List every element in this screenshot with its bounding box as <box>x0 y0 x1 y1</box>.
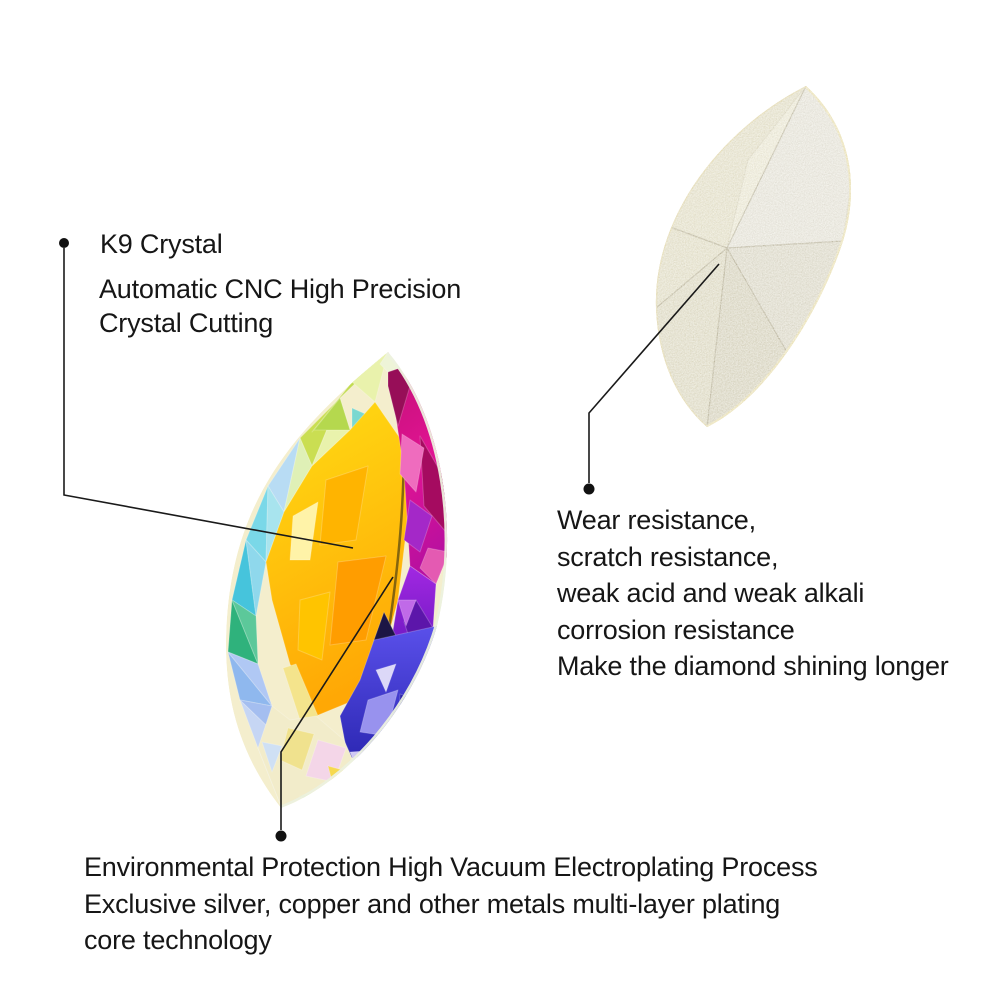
crystal-front-crown-facets <box>257 352 448 807</box>
material-callout-line <box>63 248 354 549</box>
callout-lines <box>59 238 720 842</box>
crystal-front-ab <box>225 352 448 808</box>
durability-line: corrosion resistance <box>557 614 795 645</box>
material-line: Crystal Cutting <box>99 308 274 338</box>
frost-texture-dark <box>655 86 852 427</box>
durability-line: Wear resistance, <box>557 505 756 535</box>
durability-line: Make the diamond shining longer <box>557 651 949 681</box>
plating-line: Environmental Protection High Vacuum Ele… <box>84 852 818 882</box>
material-line: Automatic CNC High Precision <box>99 274 462 304</box>
plating-callout-dot <box>275 830 287 842</box>
durability-line: scratch resistance, <box>557 541 779 572</box>
crystal-front-girdle <box>280 352 448 808</box>
durability-line: weak acid and weak alkali <box>557 578 865 608</box>
plating-callout-line <box>280 576 394 830</box>
plating-line: Exclusive silver, copper and other metal… <box>84 888 781 919</box>
plating-line: core technology <box>84 925 272 955</box>
material-callout-dot <box>59 238 69 248</box>
material-title: K9 Crystal <box>100 229 223 259</box>
durability-callout-dot <box>583 483 595 495</box>
durability-description: Wear resistance, scratch resistance, wea… <box>557 502 949 685</box>
plating-description: Environmental Protection High Vacuum Ele… <box>84 849 818 959</box>
crystal-back-champagne <box>655 86 852 427</box>
durability-callout-line <box>588 263 720 483</box>
material-description: Automatic CNC High Precision Crystal Cut… <box>99 272 461 340</box>
